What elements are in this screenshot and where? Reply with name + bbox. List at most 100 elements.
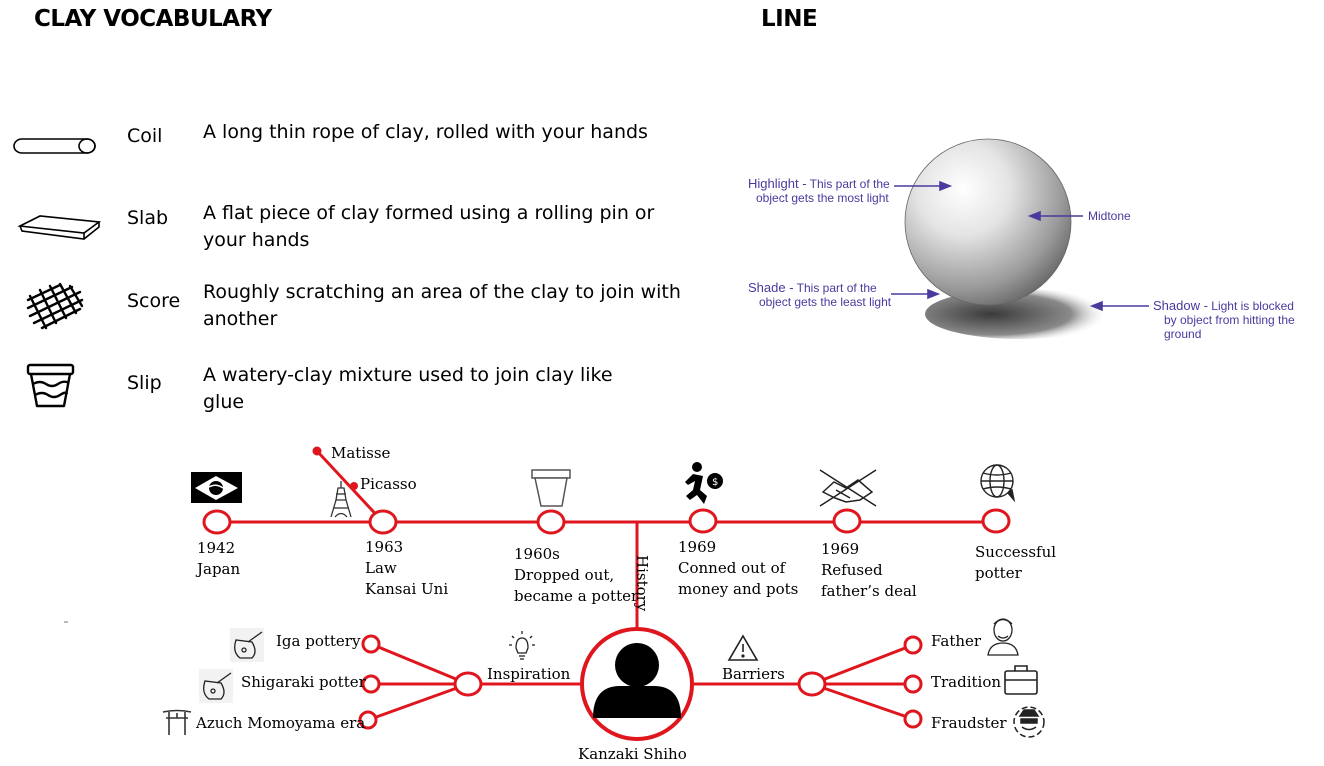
- crosshatch-icon: [26, 282, 84, 330]
- fraudster-icon: [1013, 706, 1045, 738]
- vocab-def-slab: A flat piece of clay formed using a roll…: [203, 200, 673, 254]
- lightbulb-icon: [509, 631, 535, 660]
- shadow-annotation: Shadow - Light is blocked by object from…: [1153, 298, 1295, 342]
- timeline-event-1969-conned: 1969 Conned out of money and pots: [678, 537, 798, 600]
- event-line: Refused: [821, 561, 883, 579]
- timeline-node-1969-conned: [688, 508, 718, 534]
- shadow-text-2: by object from hitting the: [1164, 313, 1295, 327]
- barrier-item-node: [903, 674, 923, 694]
- thief-running-icon: $: [685, 462, 723, 504]
- shadow-text-1: Light is blocked: [1211, 299, 1294, 313]
- old-man-icon: [987, 618, 1019, 656]
- midtone-annotation: Midtone: [1088, 209, 1131, 223]
- sphere: [904, 138, 1072, 306]
- branch-label-picasso: Picasso: [360, 475, 417, 493]
- event-line: 1960s: [514, 545, 560, 563]
- vocab-def-line: A watery-clay mixture used to join clay …: [203, 364, 613, 386]
- barriers-label: Barriers: [722, 665, 785, 683]
- highlight-label: Highlight -: [748, 176, 807, 191]
- picasso-dot: [350, 482, 358, 490]
- highlight-text-2: object gets the most light: [756, 191, 889, 205]
- timeline-branch-line: [315, 449, 385, 524]
- event-line: Kansai Uni: [365, 580, 449, 598]
- event-line: Law: [365, 559, 397, 577]
- vocab-term-slab: Slab: [127, 207, 169, 229]
- svg-text:$: $: [712, 477, 718, 488]
- vocab-term-slip: Slip: [127, 372, 162, 394]
- vocab-def-line: A flat piece of clay formed using a roll…: [203, 202, 655, 224]
- barrier-item-node: [903, 635, 923, 655]
- vocab-def-line: your hands: [203, 229, 310, 251]
- vocab-def-coil: A long thin rope of clay, rolled with yo…: [203, 119, 673, 146]
- slab-icon: [17, 215, 102, 240]
- inspiration-item-node: [361, 634, 381, 654]
- bucket-icon: [26, 363, 75, 408]
- barrier-item-node: [903, 709, 923, 729]
- flag-icon: [191, 472, 242, 503]
- event-line: money and pots: [678, 580, 799, 598]
- vocab-term-coil: Coil: [127, 125, 163, 147]
- barrier-item-tradition: Tradition: [931, 673, 1002, 691]
- timeline-node-1960s: [536, 509, 566, 535]
- eiffel-tower-icon: [330, 481, 352, 518]
- pottery-icon: [230, 628, 264, 662]
- event-line: became a potter: [514, 587, 639, 605]
- branch-label-matisse: Matisse: [331, 444, 391, 462]
- inspiration-item-iga: Iga pottery: [276, 632, 361, 650]
- pottery-icon: [199, 669, 233, 703]
- torii-gate-icon: [162, 709, 192, 735]
- event-line: 1963: [365, 538, 404, 556]
- vocab-def-score: Roughly scratching an area of the clay t…: [203, 279, 683, 333]
- event-line: father’s deal: [821, 582, 917, 600]
- timeline-node-1942: [202, 509, 232, 535]
- vocab-def-slip: A watery-clay mixture used to join clay …: [203, 362, 673, 416]
- shade-label: Shade -: [748, 280, 794, 295]
- inspiration-item-node: [361, 674, 381, 694]
- highlight-annotation: Highlight - This part of the object gets…: [748, 176, 890, 206]
- person-icon: [593, 643, 681, 718]
- matisse-dot: [312, 446, 322, 456]
- no-handshake-icon: [819, 469, 877, 507]
- globe-icon: [980, 464, 1016, 503]
- vocab-def-line: A long thin rope of clay, rolled with yo…: [203, 121, 648, 143]
- highlight-text-1: This part of the: [809, 177, 890, 191]
- timeline-event-1942: 1942 Japan: [197, 538, 240, 580]
- vocab-def-line: glue: [203, 391, 245, 413]
- barriers-node: [797, 671, 827, 697]
- timeline-node-1963: [368, 509, 398, 535]
- shadow-label: Shadow -: [1153, 298, 1208, 313]
- inspiration-node: [453, 671, 483, 697]
- vocab-def-line: Roughly scratching an area of the clay t…: [203, 281, 681, 303]
- shade-text-2: object gets the least light: [759, 295, 892, 309]
- briefcase-icon: [1004, 665, 1038, 695]
- coil-icon: [13, 138, 96, 154]
- shade-text-1: This part of the: [796, 281, 877, 295]
- history-label: History: [633, 555, 651, 612]
- warning-icon: [727, 634, 759, 661]
- inspiration-label: Inspiration: [487, 665, 571, 683]
- event-line: Successful: [975, 543, 1057, 561]
- timeline-event-1963: 1963 Law Kansai Uni: [365, 537, 448, 600]
- shadow-text-3: ground: [1164, 327, 1202, 341]
- inspiration-item-azuch: Azuch Momoyama era: [196, 714, 366, 732]
- barrier-item-fraudster: Fraudster: [931, 714, 1007, 732]
- barrier-item-father: Father: [931, 632, 982, 650]
- event-line: Japan: [197, 560, 241, 578]
- center-person-name: Kanzaki Shiho: [578, 745, 687, 763]
- timeline-node-successful: [981, 508, 1011, 534]
- clay-vocabulary-heading: CLAY VOCABULARY: [34, 6, 272, 32]
- timeline-event-1969-refused: 1969 Refused father’s deal: [821, 539, 917, 602]
- event-line: potter: [975, 564, 1022, 582]
- line-heading: LINE: [761, 6, 818, 32]
- event-line: 1969: [821, 540, 860, 558]
- inspiration-item-shigaraki: Shigaraki potter: [241, 673, 366, 691]
- timeline-node-1969-refused: [832, 508, 862, 534]
- inspiration-item-node: [358, 710, 378, 730]
- shade-annotation: Shade - This part of the object gets the…: [748, 280, 892, 310]
- timeline-event-successful: Successful potter: [975, 542, 1056, 584]
- event-line: Dropped out,: [514, 566, 615, 584]
- event-line: 1942: [197, 539, 236, 557]
